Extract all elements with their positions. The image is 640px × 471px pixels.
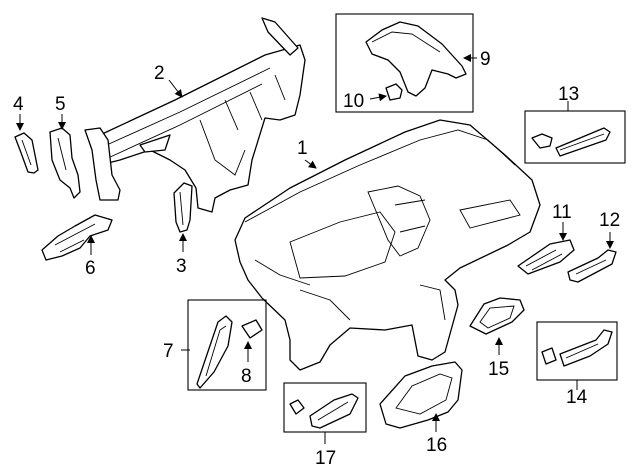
callout-16: 16	[426, 435, 447, 456]
clip-8	[241, 319, 263, 339]
side-bracket-5	[49, 127, 81, 199]
callout-7: 7	[163, 341, 174, 362]
callout-14: 14	[566, 387, 588, 408]
bezel-15	[469, 297, 525, 335]
callout-2: 2	[154, 63, 165, 84]
callout-labels: 1 2 3 4 5 6 7 8 9 10 11 12 13 14 15 16 1…	[13, 49, 620, 469]
callout-12: 12	[599, 210, 620, 231]
trim-strip-14	[541, 329, 613, 367]
upper-trim-9	[365, 21, 467, 97]
lower-bracket-6	[41, 214, 113, 261]
cluster-bezel-16	[379, 361, 463, 429]
callout-15: 15	[488, 359, 509, 380]
detail-box-9-10	[335, 13, 474, 113]
callout-9: 9	[480, 49, 491, 70]
cross-car-beam	[84, 17, 306, 213]
callout-10: 10	[343, 91, 364, 112]
trim-panel-12	[567, 249, 617, 283]
callout-3: 3	[176, 256, 187, 277]
switch-panel-11	[517, 239, 575, 275]
leader-lines	[16, 54, 614, 444]
trim-strip-13	[531, 127, 611, 157]
callout-8: 8	[241, 366, 252, 387]
clip-10	[385, 83, 403, 101]
cover-17	[289, 393, 359, 429]
callout-11: 11	[552, 202, 572, 223]
end-cap-7	[196, 315, 233, 389]
side-bracket-4	[14, 132, 39, 174]
center-brace-3	[173, 182, 193, 233]
instrument-panel	[234, 119, 541, 371]
callout-6: 6	[85, 258, 96, 279]
detail-box-7-8	[187, 299, 267, 391]
callout-4: 4	[13, 94, 24, 115]
detail-box-13	[524, 110, 626, 164]
callout-17: 17	[315, 448, 336, 469]
callout-1: 1	[297, 138, 308, 159]
callout-5: 5	[55, 94, 66, 115]
callout-13: 13	[558, 84, 579, 105]
